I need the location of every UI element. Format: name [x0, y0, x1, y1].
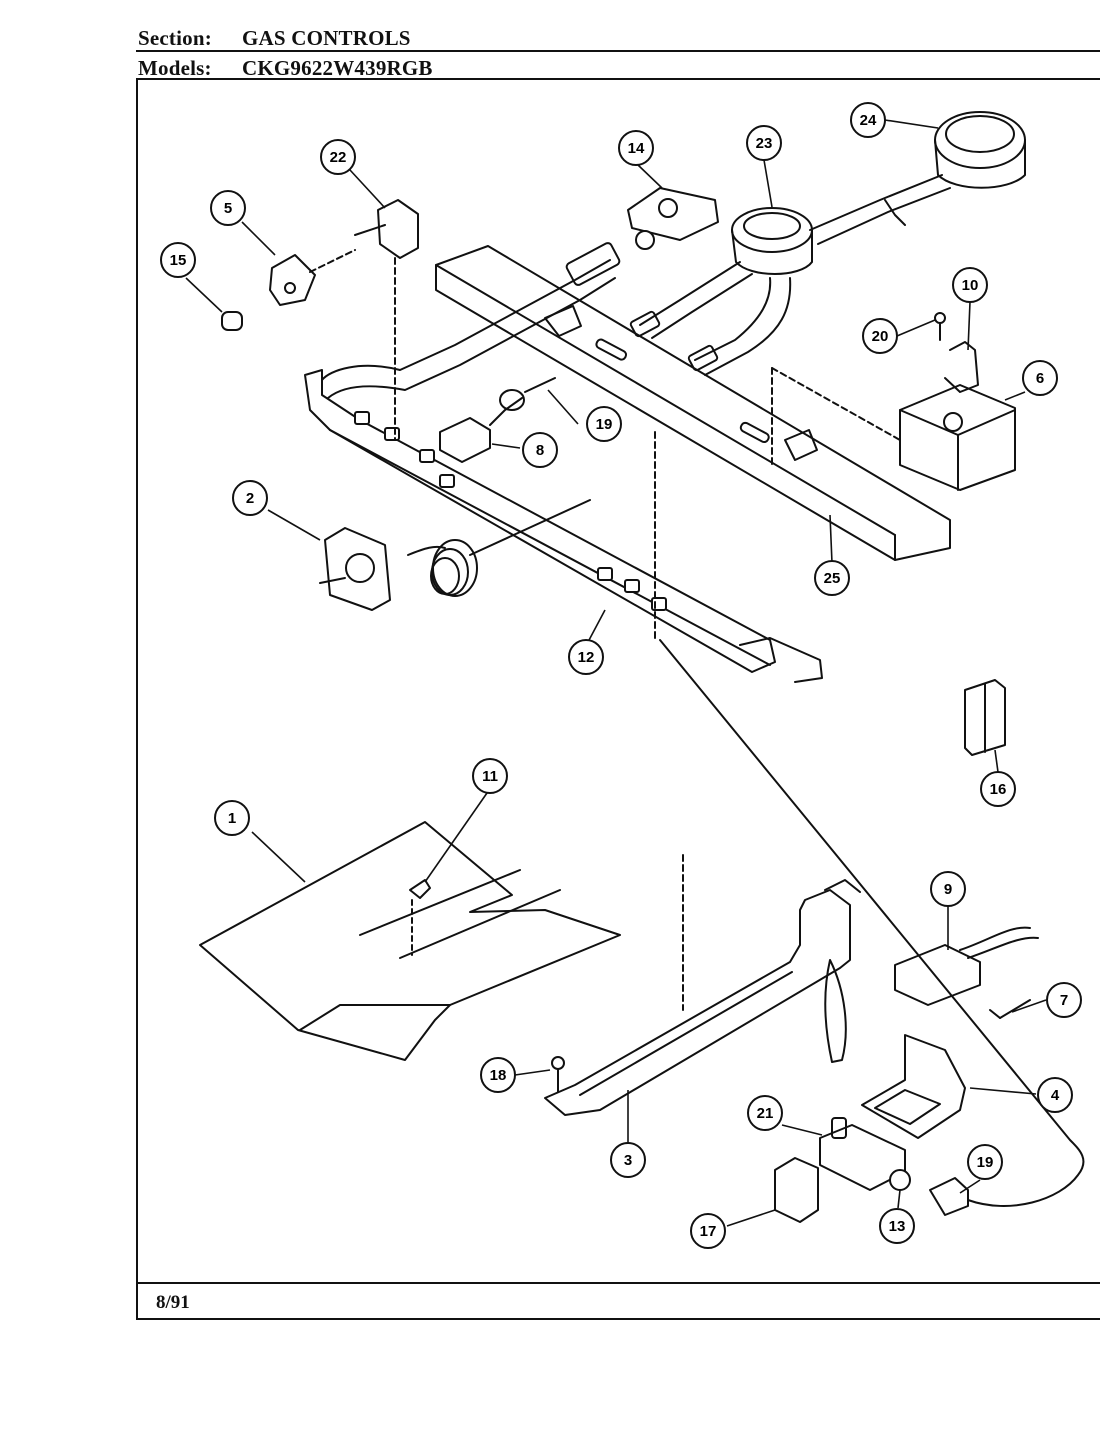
callout-22: 22	[320, 139, 356, 175]
callout-15: 15	[160, 242, 196, 278]
part-22-valve	[354, 199, 419, 441]
svg-text:19: 19	[977, 1154, 994, 1171]
part-9-igniter	[894, 926, 1039, 1006]
svg-text:22: 22	[330, 149, 347, 166]
svg-text:12: 12	[578, 649, 595, 666]
callout-11: 11	[472, 758, 508, 794]
callout-4: 4	[1037, 1077, 1073, 1113]
callout-13: 13	[879, 1208, 915, 1244]
svg-text:1: 1	[228, 810, 236, 827]
part-3-bake-burner	[544, 854, 861, 1116]
part-burner-bracket	[435, 245, 951, 561]
part-1-heat-shield	[199, 821, 621, 1061]
part-24-burner	[809, 111, 1026, 245]
callouts: 1 2 3 4 5 6 7 8 9 10 11 12 13 14 15 16 1…	[160, 102, 1082, 1249]
models-value: CKG9622W439RGB	[242, 56, 433, 80]
part-20-screw	[934, 312, 946, 341]
svg-text:6: 6	[1036, 370, 1044, 387]
callout-10: 10	[952, 267, 988, 303]
svg-text:17: 17	[700, 1223, 717, 1240]
svg-text:20: 20	[872, 328, 889, 345]
part-8-valve	[439, 377, 556, 463]
part-4-bracket	[861, 1034, 966, 1139]
callout-7: 7	[1046, 982, 1082, 1018]
callout-19-upper: 19	[586, 406, 622, 442]
svg-text:23: 23	[756, 135, 773, 152]
svg-text:9: 9	[944, 881, 952, 898]
svg-text:18: 18	[490, 1067, 507, 1084]
svg-text:16: 16	[990, 781, 1007, 798]
svg-text:19: 19	[596, 416, 613, 433]
callout-9: 9	[930, 871, 966, 907]
callout-20: 20	[862, 318, 898, 354]
models-label: Models:	[138, 56, 212, 80]
svg-text:11: 11	[482, 768, 498, 785]
part-16-relay	[964, 679, 1006, 756]
part-6-bracket	[899, 384, 1016, 491]
callout-1: 1	[214, 800, 250, 836]
callout-23: 23	[746, 125, 782, 161]
callout-6: 6	[1022, 360, 1058, 396]
svg-text:5: 5	[224, 200, 232, 217]
svg-text:8: 8	[536, 442, 544, 459]
header-divider	[136, 50, 1100, 52]
section-value: GAS CONTROLS	[242, 26, 411, 50]
part-15-cap	[221, 311, 243, 331]
part-19-orifice-lower	[659, 639, 1085, 1216]
part-11-wing-nut	[409, 879, 431, 956]
svg-text:14: 14	[628, 140, 645, 157]
callout-14: 14	[618, 130, 654, 166]
svg-text:25: 25	[824, 570, 841, 587]
callout-19-lower: 19	[967, 1144, 1003, 1180]
part-7-screw	[989, 999, 1031, 1019]
callout-2: 2	[232, 480, 268, 516]
callout-17: 17	[690, 1213, 726, 1249]
callout-8: 8	[522, 432, 558, 468]
callout-3: 3	[610, 1142, 646, 1178]
svg-text:13: 13	[889, 1218, 906, 1235]
part-21-safety-valve	[819, 1117, 911, 1191]
svg-text:15: 15	[170, 252, 187, 269]
callout-18: 18	[480, 1057, 516, 1093]
svg-text:7: 7	[1060, 992, 1068, 1009]
callout-25: 25	[814, 560, 850, 596]
section-line: Section: GAS CONTROLS	[138, 26, 411, 51]
section-label: Section:	[138, 26, 212, 50]
svg-text:4: 4	[1051, 1087, 1060, 1104]
part-2-thermostat	[319, 499, 591, 611]
svg-text:24: 24	[860, 112, 877, 129]
part-manifold-pipe	[304, 369, 823, 683]
callout-16: 16	[980, 771, 1016, 807]
callout-12: 12	[568, 639, 604, 675]
footer-divider	[138, 1282, 1100, 1284]
part-17-bracket	[774, 1157, 819, 1223]
part-10-clip	[944, 341, 979, 393]
part-14-valve-body	[627, 187, 719, 250]
callout-5: 5	[210, 190, 246, 226]
svg-text:21: 21	[757, 1105, 774, 1122]
callout-leaders	[185, 119, 1047, 1227]
models-line: Models: CKG9622W439RGB	[138, 56, 433, 81]
callout-21: 21	[747, 1095, 783, 1131]
part-supply-pipe	[321, 242, 621, 399]
diagram-frame	[136, 78, 1100, 1320]
part-23-burner	[629, 207, 813, 376]
svg-text:10: 10	[962, 277, 979, 294]
part-18-screw	[551, 1056, 565, 1093]
part-5-valve-seat	[269, 249, 356, 306]
revision-date: 8/91	[156, 1292, 190, 1313]
callout-24: 24	[850, 102, 886, 138]
svg-text:2: 2	[246, 490, 254, 507]
svg-text:3: 3	[624, 1152, 632, 1169]
